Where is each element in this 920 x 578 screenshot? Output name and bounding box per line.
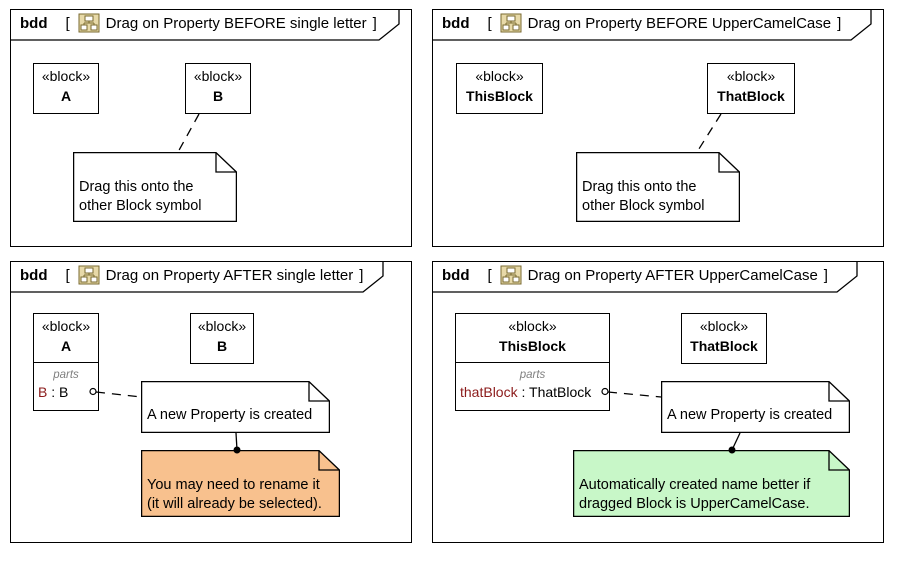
block-name: ThisBlock <box>466 88 533 104</box>
parts-compartment-title: parts <box>53 369 79 381</box>
anchor-dot <box>728 446 736 454</box>
block-thisblock-with-parts[interactable]: «block» ThisBlock parts thatBlock : That… <box>455 313 610 411</box>
block-name: B <box>216 338 228 354</box>
compartment-divider <box>456 362 609 363</box>
part-property[interactable]: B : B <box>38 384 69 400</box>
parts-compartment-title: parts <box>519 369 546 381</box>
block-stereotype: «block» <box>41 318 91 334</box>
block-stereotype: «block» <box>41 68 91 84</box>
block-a[interactable]: «block» A <box>33 63 99 114</box>
anchor-line <box>607 391 662 398</box>
anchor-line <box>95 391 142 398</box>
block-thatblock[interactable]: «block» ThatBlock <box>681 313 767 364</box>
block-name: ThatBlock <box>690 338 758 354</box>
anchor-line <box>696 113 722 153</box>
block-name: ThisBlock <box>499 338 566 354</box>
block-stereotype: «block» <box>508 318 557 334</box>
anchor-line <box>177 113 200 153</box>
block-b[interactable]: «block» B <box>185 63 251 114</box>
block-stereotype: «block» <box>197 318 247 334</box>
part-port-circle <box>601 387 609 396</box>
note-property-created[interactable]: A new Property is created <box>661 381 850 433</box>
note-text: You may need to rename it(it will alread… <box>147 477 322 512</box>
block-thatblock[interactable]: «block» ThatBlock <box>707 63 795 114</box>
note-text: A new Property is created <box>147 407 313 423</box>
block-name: A <box>60 338 72 354</box>
part-property[interactable]: thatBlock : ThatBlock <box>460 384 592 400</box>
block-stereotype: «block» <box>699 318 749 334</box>
block-thisblock[interactable]: «block» ThisBlock <box>456 63 543 114</box>
block-name: B <box>212 88 224 104</box>
note-text: A new Property is created <box>667 407 833 423</box>
block-stereotype: «block» <box>193 68 243 84</box>
compartment-divider <box>34 362 98 363</box>
block-name: ThatBlock <box>717 88 785 104</box>
note-rename-warning[interactable]: You may need to rename it(it will alread… <box>141 450 340 517</box>
block-name: A <box>60 88 72 104</box>
part-port-circle <box>89 387 97 396</box>
block-b[interactable]: «block» B <box>190 313 254 364</box>
block-stereotype: «block» <box>475 68 524 84</box>
anchor-dot <box>233 446 241 454</box>
note-property-created[interactable]: A new Property is created <box>141 381 330 433</box>
block-a-with-parts[interactable]: «block» A parts B : B <box>33 313 99 411</box>
block-stereotype: «block» <box>726 68 776 84</box>
